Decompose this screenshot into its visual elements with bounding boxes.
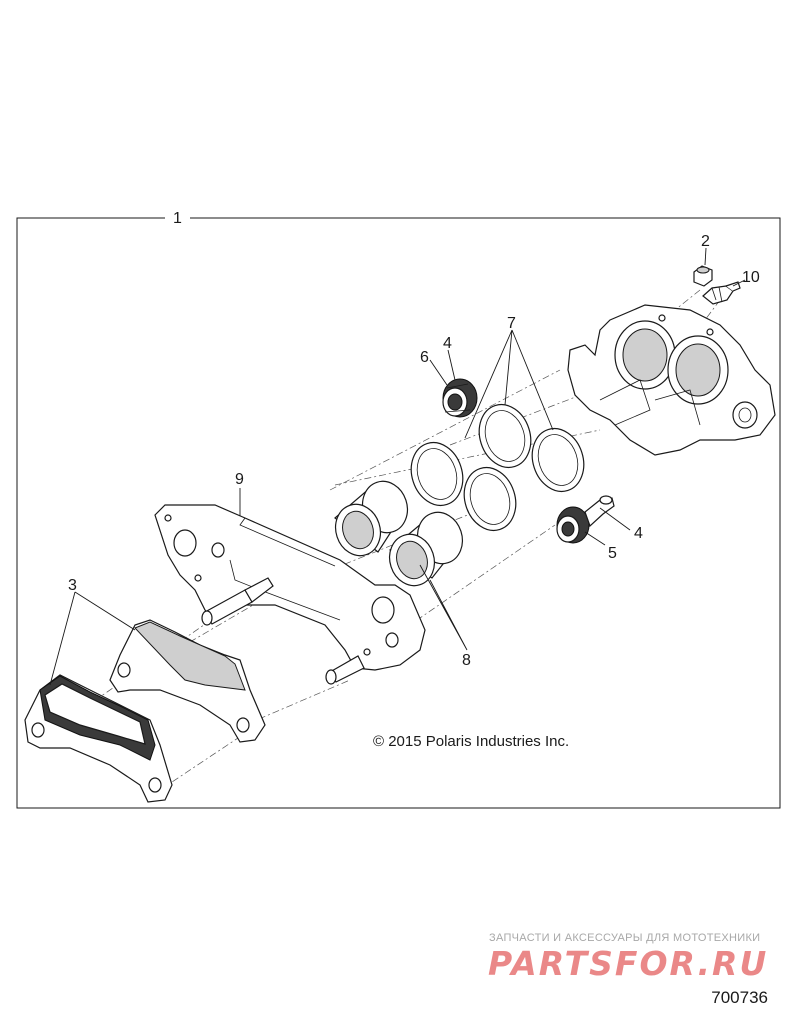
watermark-logo: PARTSFOR.RU	[488, 944, 769, 983]
callout-9: 9	[235, 471, 244, 488]
callout-4-upper: 4	[443, 335, 452, 352]
callout-5: 5	[608, 545, 617, 562]
piston-seal-pin-right	[556, 495, 615, 544]
callout-1: 1	[173, 210, 182, 227]
callout-2: 2	[701, 233, 710, 250]
callout-10: 10	[742, 269, 760, 286]
callout-6: 6	[420, 349, 429, 366]
caliper-bracket	[154, 504, 426, 685]
callout-4-lower: 4	[634, 525, 643, 542]
assembly-frame	[16, 217, 781, 809]
leader-lines	[49, 247, 746, 686]
brake-pad-front	[24, 674, 173, 803]
callout-7: 7	[507, 315, 516, 332]
callout-3: 3	[68, 577, 77, 594]
brake-pad-rear	[109, 619, 266, 743]
bleeder-cap	[693, 265, 713, 287]
piston-seal-boot-upper	[442, 378, 478, 418]
caliper-body	[567, 304, 776, 456]
pistons	[334, 480, 464, 587]
bleeder-valve	[702, 281, 741, 305]
o-rings	[410, 404, 585, 531]
watermark-caption: ЗАПЧАСТИ И АКСЕССУАРЫ ДЛЯ МОТОТЕХНИКИ	[489, 932, 761, 944]
copyright-text: © 2015 Polaris Industries Inc.	[373, 733, 569, 750]
callout-8: 8	[462, 652, 471, 669]
diagram-number: 700736	[711, 988, 768, 1007]
